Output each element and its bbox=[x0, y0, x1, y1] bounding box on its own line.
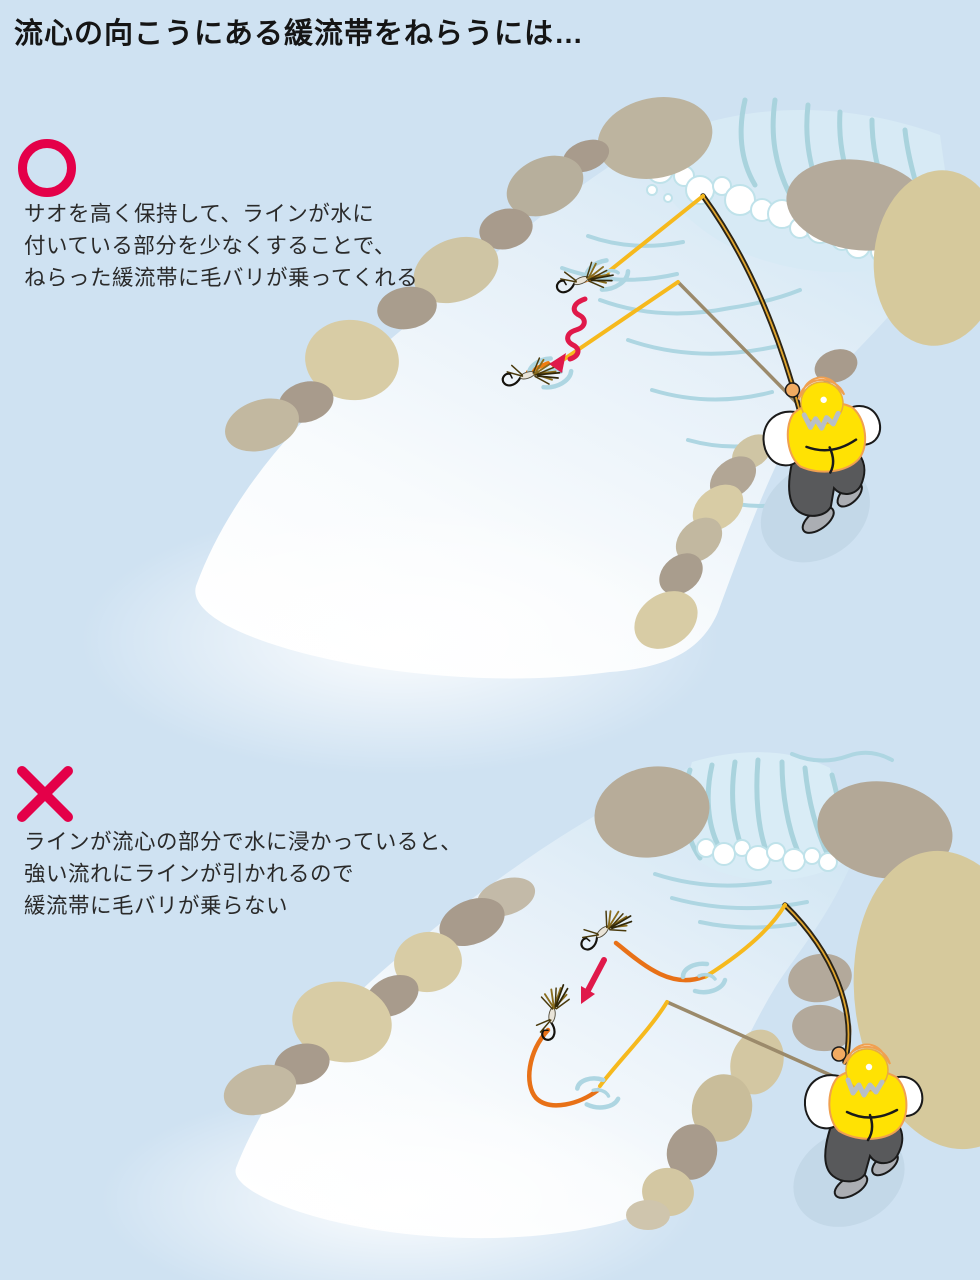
rock bbox=[730, 1029, 784, 1095]
previous-fishing-line-yellow bbox=[552, 280, 680, 368]
foam-bubble bbox=[724, 184, 756, 216]
rocks-left-bank bbox=[225, 97, 713, 452]
rock bbox=[792, 1004, 852, 1052]
foam-bubble bbox=[803, 847, 821, 865]
rock bbox=[691, 1074, 753, 1142]
rock bbox=[873, 170, 980, 346]
rock bbox=[814, 349, 858, 383]
water-streak bbox=[802, 765, 831, 858]
drag-arrow bbox=[582, 957, 607, 999]
waterfall-foam bbox=[696, 838, 838, 872]
rock bbox=[305, 319, 399, 401]
rock bbox=[223, 1064, 297, 1116]
drift-arrowhead bbox=[549, 353, 566, 373]
fishing-line-yellow bbox=[606, 194, 705, 274]
wrong-scene bbox=[100, 750, 980, 1280]
wrong-cross-icon bbox=[17, 766, 73, 822]
rocks-left-bank bbox=[223, 877, 536, 1116]
river-fade bbox=[100, 1085, 700, 1280]
water-streak bbox=[779, 759, 801, 855]
foam-bubble bbox=[646, 184, 658, 196]
rock bbox=[594, 766, 710, 858]
foam-bubble bbox=[712, 842, 736, 866]
current-lines bbox=[653, 750, 894, 930]
rock bbox=[377, 286, 437, 330]
water-streak bbox=[770, 97, 793, 198]
water-streak bbox=[670, 896, 809, 911]
correct-caption: サオを高く保持して、ラインが水に 付いている部分を少なくすることで、 ねらった緩… bbox=[24, 198, 494, 294]
rock bbox=[439, 897, 505, 947]
correct-circle-icon bbox=[18, 139, 76, 197]
water-streak bbox=[586, 234, 685, 248]
drift-arrow bbox=[565, 296, 588, 362]
rocks-right-bank bbox=[634, 159, 980, 649]
caption-line: ラインが流心の部分で水に浸かっていると、 bbox=[24, 830, 463, 854]
rock bbox=[675, 517, 723, 563]
sunk-line-orange bbox=[613, 940, 706, 983]
rock bbox=[413, 236, 499, 304]
rock bbox=[292, 981, 392, 1063]
water-streak bbox=[626, 338, 780, 356]
foam-bubble bbox=[766, 842, 786, 862]
foam-bubble bbox=[782, 848, 806, 872]
rock bbox=[597, 97, 713, 179]
foam-bubble bbox=[712, 176, 732, 196]
previous-rod bbox=[665, 1000, 848, 1084]
water-streak bbox=[754, 757, 769, 853]
water-streak bbox=[598, 288, 802, 316]
previous-rod bbox=[676, 280, 798, 404]
caption-line: 緩流帯に毛バリが乗らない bbox=[24, 894, 289, 918]
fishing-rod-stripe bbox=[784, 904, 850, 1063]
rock bbox=[479, 208, 533, 250]
fishing-rod-stripe bbox=[702, 195, 801, 413]
drag-arrowhead bbox=[581, 986, 595, 1004]
rocks-right-bank bbox=[594, 766, 980, 1230]
rock bbox=[225, 398, 299, 452]
water-streak bbox=[698, 920, 797, 930]
rock bbox=[659, 553, 703, 595]
rock bbox=[788, 953, 852, 1003]
water-streak bbox=[653, 872, 772, 888]
water-streak bbox=[790, 750, 894, 763]
water-streak bbox=[738, 97, 758, 188]
foam-bubble bbox=[663, 193, 673, 203]
water-streak bbox=[560, 266, 679, 282]
page-title: 流心の向こうにある緩流帯をねらうには… bbox=[14, 18, 585, 50]
fishing-line-yellow bbox=[703, 903, 787, 979]
caption-line: 強い流れにラインが引かれるので bbox=[24, 862, 355, 886]
previous-line-belly-orange bbox=[527, 1027, 601, 1108]
rock bbox=[634, 591, 698, 649]
previous-fishing-line-yellow bbox=[598, 1000, 669, 1088]
rock bbox=[506, 155, 584, 217]
caption-line: サオを高く保持して、ラインが水に bbox=[24, 202, 375, 226]
correct-scene bbox=[80, 97, 980, 775]
rock bbox=[394, 931, 462, 993]
current-lines bbox=[560, 234, 802, 508]
rock bbox=[626, 1200, 670, 1230]
caption-line: 付いている部分を少なくすることで、 bbox=[24, 234, 396, 258]
water-streak bbox=[650, 388, 774, 402]
caption-line: ねらった緩流帯に毛バリが乗ってくれる bbox=[24, 266, 419, 290]
rock bbox=[853, 850, 980, 1150]
rock bbox=[666, 1124, 718, 1180]
river-fade bbox=[80, 505, 720, 775]
foam-bubble bbox=[818, 852, 838, 872]
wrong-caption: ラインが流心の部分で水に浸かっていると、 強い流れにラインが引かれるので 緩流帯… bbox=[24, 826, 494, 922]
